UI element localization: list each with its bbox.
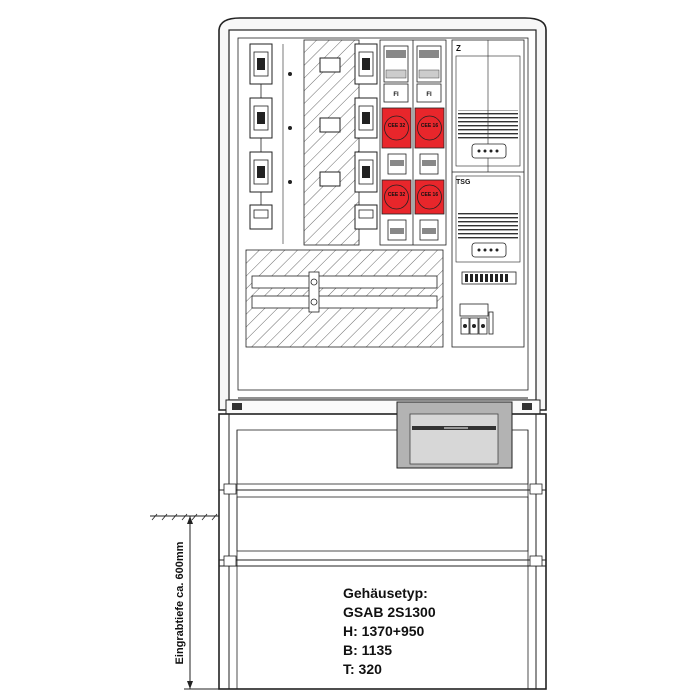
fuse-holder-right-3	[354, 151, 378, 193]
fuse-holder-right-4	[354, 204, 378, 230]
mounting-plate	[237, 37, 529, 391]
fuse-holder-left-2	[249, 97, 273, 139]
small-breakers	[459, 303, 494, 335]
terminal-block	[461, 271, 517, 285]
height-spec: H: 1370+950	[343, 623, 425, 639]
housing-type-value: GSAB 2S1300	[343, 604, 436, 620]
housing-specs: Gehäusetyp: GSAB 2S1300 H: 1370+950 B: 1…	[343, 585, 436, 677]
cee-socket-upper-left: CEE 32	[381, 107, 412, 149]
meter-section: Z TSG	[451, 39, 525, 348]
cee-socket-section: FI FI CEE 32 CEE 16 CEE 32 CEE 16	[379, 39, 447, 246]
cable-entry-window	[396, 401, 513, 469]
svg-text:CEE 32: CEE 32	[388, 192, 405, 198]
fi-label-right: FI	[426, 92, 432, 98]
svg-text:CEE 32: CEE 32	[388, 123, 405, 129]
meter-field-label: Z	[456, 44, 461, 53]
fi-switch-right	[416, 83, 442, 103]
svg-text:CEE 16: CEE 16	[421, 123, 438, 129]
fuse-holder-left-4	[249, 204, 273, 230]
meter-unit-1	[455, 55, 521, 167]
svg-text:CEE 16: CEE 16	[421, 192, 438, 198]
fuse-holder-left-1	[249, 43, 273, 85]
tsg-field-label: TSG	[456, 179, 471, 186]
cee-socket-lower-left: CEE 32	[381, 179, 412, 215]
width-spec: B: 1135	[343, 642, 392, 658]
depth-spec: T: 320	[343, 661, 382, 677]
fuse-holder-right-1	[354, 43, 378, 85]
housing-type-label: Gehäusetyp:	[343, 585, 428, 601]
depth-label: Eingrabtiefe ca. 600mm	[174, 541, 186, 664]
fuse-holder-left-3	[249, 151, 273, 193]
fi-label-left: FI	[393, 92, 399, 98]
fuse-section	[245, 39, 444, 348]
cee-socket-upper-right: CEE 16	[414, 107, 445, 149]
installation-depth-dimension: Eingrabtiefe ca. 600mm	[150, 513, 219, 690]
fuse-holder-right-2	[354, 97, 378, 139]
fi-switch-left	[383, 83, 409, 103]
hatched-busbar-field	[303, 39, 360, 246]
cee-socket-lower-right: CEE 16	[414, 179, 445, 215]
meter-unit-2	[455, 175, 521, 263]
